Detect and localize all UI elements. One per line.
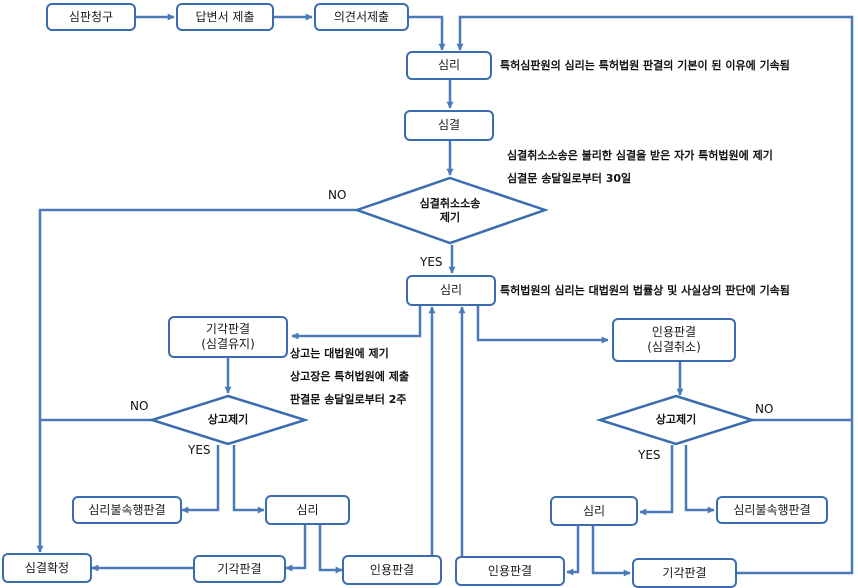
box-answer-submission: 답변서 제출 — [176, 3, 274, 31]
label-no-left: NO — [130, 399, 149, 413]
box-no-review-right: 심리불속행판결 — [716, 496, 828, 524]
box-opinion-submission: 의견서제출 — [314, 3, 409, 31]
arrow-yes-left-to-noreview — [181, 445, 220, 514]
acceptance-cancelled-line1: 인용판결 — [651, 325, 697, 339]
note-court-binding: 특허법원의 심리는 대법원의 법률상 및 사실상의 판단에 기속됨 — [500, 284, 790, 297]
cancel-suit-text-line2: 제기 — [439, 211, 461, 224]
dismissal-upheld-line2: (심결유지) — [201, 337, 255, 351]
arrow-review-right-to-acceptance — [566, 525, 580, 576]
arrow-yes-right-to-noreview — [684, 445, 715, 514]
label-yes-top: YES — [420, 255, 443, 269]
arrow-review-right-to-dismissal — [591, 525, 631, 577]
decision-diamond-appeal-right — [595, 394, 757, 446]
box-acceptance-cancelled: 인용판결 (심결취소) — [612, 318, 736, 362]
note-cancel-suit-1: 심결취소소송은 불리한 심결을 받은 자가 특허법원에 제기 — [507, 149, 773, 162]
box-acceptance-bottom-right: 인용판결 — [455, 556, 565, 586]
arrow-yes-right-to-review — [639, 445, 674, 516]
label-no-right: NO — [755, 402, 774, 416]
appeal-right-text: 상고제기 — [655, 412, 697, 426]
note-cancel-suit-2: 심결문 송달일로부터 30일 — [507, 172, 632, 185]
arrow-court-to-acceptance — [476, 306, 609, 344]
box-trial-decision: 심결 — [404, 110, 494, 141]
note-trial-binding: 특허심판원의 심리는 특허법원 판결의 기본이 된 이유에 기속됨 — [500, 59, 790, 72]
label-yes-right: YES — [638, 448, 661, 462]
decision-diamond-cancel-suit — [353, 176, 549, 245]
box-supreme-review-left: 심리 — [265, 495, 350, 525]
cancel-suit-text-line1: 심결취소소송 — [419, 196, 481, 210]
note-appeal-3: 판결문 송달일로부터 2주 — [290, 393, 407, 406]
box-no-review-left: 심리불속행판결 — [72, 496, 182, 524]
box-dismissal-bottom-left: 기각판결 — [193, 555, 286, 583]
box-dismissal-upheld: 기각판결 (심결유지) — [168, 316, 288, 358]
box-decision-final: 심결확정 — [2, 553, 92, 583]
box-court-review: 심리 — [406, 275, 496, 306]
box-acceptance-bottom-left: 인용판결 — [342, 555, 442, 585]
cancel-suit-text: 심결취소소송 제기 — [380, 194, 520, 228]
arrow-court-to-dismissal — [291, 306, 422, 340]
arrow-review-left-to-acceptance — [318, 525, 343, 574]
box-appeal-request: 심판청구 — [46, 3, 136, 31]
dismissal-upheld-line1: 기각판결 — [205, 322, 251, 336]
arrow-yes-left-to-review — [232, 445, 265, 514]
box-supreme-review-right: 심리 — [550, 496, 638, 526]
label-no-top: NO — [328, 188, 347, 202]
appeal-left-text: 상고제기 — [207, 412, 249, 426]
acceptance-cancelled-line2: (심결취소) — [647, 340, 701, 354]
box-trial-review: 심리 — [406, 51, 492, 80]
arrow-no-to-final — [36, 208, 357, 553]
label-yes-left: YES — [188, 443, 211, 457]
decision-diamond-appeal-left — [147, 394, 310, 446]
note-appeal-1: 상고는 대법원에 제기 — [290, 347, 389, 360]
box-dismissal-bottom-right: 기각판결 — [632, 558, 737, 588]
note-appeal-2: 상고장은 특허법원에 제출 — [290, 370, 409, 383]
arrow-opinion-to-trial — [409, 15, 446, 51]
arrow-loop-to-trial — [456, 15, 854, 575]
arrow-review-left-to-dismissal — [285, 525, 307, 572]
